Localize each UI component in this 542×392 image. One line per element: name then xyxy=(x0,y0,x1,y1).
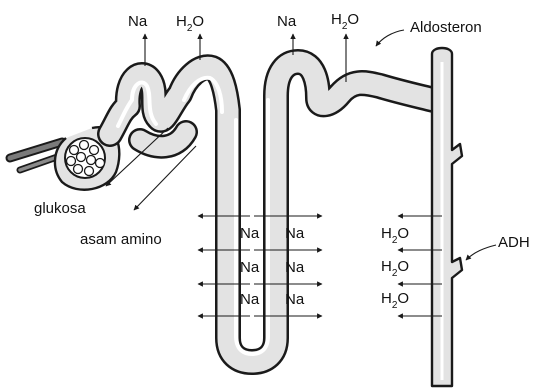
label-adh: ADH xyxy=(498,234,530,251)
duct-h2o-label: H2O xyxy=(381,258,409,279)
loop-na-left: Na xyxy=(240,225,260,242)
label-na-top-2: Na xyxy=(277,13,297,30)
loop-na-right: Na xyxy=(285,259,305,276)
adh-arrow xyxy=(466,245,496,260)
label-glukosa: glukosa xyxy=(34,200,86,217)
collecting-duct xyxy=(432,48,462,386)
loop-na-right: Na xyxy=(285,225,305,242)
label-asam-amino: asam amino xyxy=(80,231,162,248)
label-h2o-top-1: H2O xyxy=(176,13,204,34)
duct-h2o-label: H2O xyxy=(381,225,409,246)
label-h2o-top-2: H2O xyxy=(331,11,359,32)
duct-h2o-label: H2O xyxy=(381,290,409,311)
renal-tubule xyxy=(110,62,434,362)
duct-water-labels: H2O H2O H2O xyxy=(381,225,409,311)
loop-na-left: Na xyxy=(240,259,260,276)
loop-na-right: Na xyxy=(285,291,305,308)
label-na-top-1: Na xyxy=(128,13,148,30)
label-aldosteron: Aldosteron xyxy=(410,19,482,36)
loop-na-left: Na xyxy=(240,291,260,308)
aldosteron-arrow xyxy=(376,30,404,46)
